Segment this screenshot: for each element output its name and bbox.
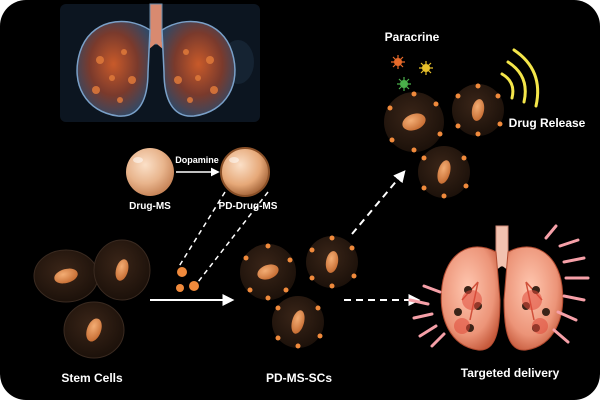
stem-cell: [93, 239, 151, 301]
releasing-cell: [418, 146, 470, 199]
drug-release-label: Drug Release: [508, 116, 586, 130]
dashed-guide-left: [177, 191, 226, 269]
pd-ms-sc-cell: [306, 235, 358, 289]
drug-ms-sphere: [126, 148, 174, 196]
dashed-guide-right: [197, 191, 269, 283]
signal-wave-icon: [500, 48, 540, 108]
pd-ms-scs-label: PD-MS-SCs: [265, 371, 333, 385]
targeted-delivery-label: Targeted delivery: [460, 366, 560, 380]
lungs-3d-icon: [60, 3, 260, 122]
paracrine-factor-icons: [391, 55, 433, 91]
dopamine-label: Dopamine: [175, 155, 219, 165]
pink-ray-icons: [408, 224, 590, 348]
drug-ms-label: Drug-MS: [129, 201, 171, 212]
stem-cells-label: Stem Cells: [61, 371, 123, 385]
release-arrow: [351, 170, 406, 235]
stem-cell: [33, 249, 99, 303]
pd-drug-ms-sphere: [220, 147, 270, 197]
lungs-target-icon: [440, 225, 564, 351]
releasing-cell: [452, 83, 504, 137]
pd-ms-sc-cell: [240, 243, 296, 301]
pd-ms-sc-cell: [272, 296, 324, 349]
releasing-cell: [384, 91, 444, 153]
pd-drug-ms-label: PD-Drug-MS: [218, 201, 278, 212]
pd-ms-particles: [176, 267, 199, 292]
stem-cell: [63, 301, 125, 359]
paracrine-label: Paracrine: [384, 30, 440, 44]
